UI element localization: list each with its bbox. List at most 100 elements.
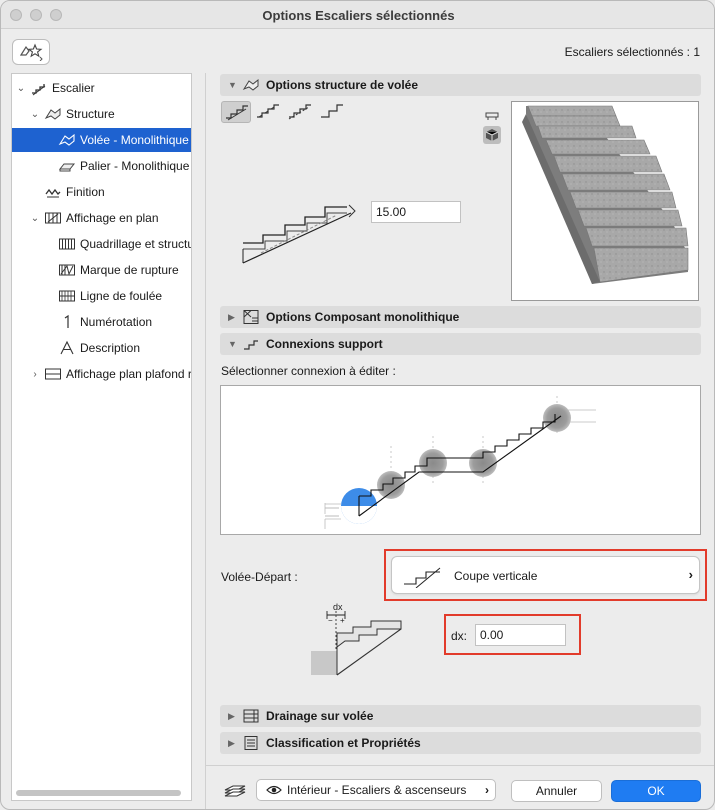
tree-label: Affichage en plan bbox=[66, 211, 159, 225]
flight-thickness-input[interactable]: 15.00 bbox=[371, 201, 461, 223]
description-icon bbox=[60, 340, 74, 355]
chevron-down-icon[interactable]: ⌄ bbox=[16, 82, 26, 94]
tree-item-ligne-foulee[interactable]: Ligne de foulée bbox=[12, 284, 191, 308]
favorites-stack-icon[interactable] bbox=[223, 780, 247, 800]
flight-thickness-diagram bbox=[242, 204, 356, 264]
view-options-icon[interactable] bbox=[482, 105, 502, 125]
chevron-right-icon: › bbox=[485, 783, 489, 797]
settings-tree[interactable]: ⌄ Escalier ⌄ Structure Volée - Monolithi… bbox=[11, 73, 192, 801]
stair-3d-preview[interactable] bbox=[511, 101, 699, 301]
title-bar: Options Escaliers sélectionnés bbox=[1, 1, 714, 29]
connection-point[interactable] bbox=[419, 449, 447, 477]
stair-profile-icon bbox=[288, 104, 311, 120]
flight-icon bbox=[242, 78, 259, 91]
break-mark-icon bbox=[59, 264, 75, 276]
numbering-icon bbox=[64, 314, 69, 328]
tree-item-description[interactable]: Description bbox=[12, 336, 191, 360]
tree-item-palier[interactable]: Palier - Monolithique bbox=[12, 154, 191, 178]
disclosure-closed-icon[interactable]: ▶ bbox=[228, 311, 235, 322]
chevron-down-icon[interactable]: ⌄ bbox=[30, 212, 40, 224]
connection-icon bbox=[244, 340, 258, 350]
tree-item-numerotation[interactable]: Numérotation bbox=[12, 310, 191, 334]
ceiling-plan-icon bbox=[45, 368, 61, 380]
stair-profile-icon bbox=[226, 105, 248, 121]
plan-display-icon bbox=[45, 212, 61, 224]
properties-icon bbox=[244, 736, 258, 750]
highlight-frame bbox=[444, 614, 581, 655]
chevron-right-icon[interactable]: › bbox=[33, 368, 37, 380]
selected-count: Escaliers sélectionnés : 1 bbox=[564, 45, 700, 59]
chevron-down-icon[interactable]: ⌄ bbox=[30, 108, 40, 120]
dx-offset-diagram: dx − + bbox=[311, 602, 402, 676]
disclosure-open-icon[interactable]: ▼ bbox=[228, 339, 237, 349]
connection-point[interactable] bbox=[543, 404, 571, 432]
favorites-icon bbox=[19, 43, 43, 61]
connection-type-dropdown[interactable]: Coupe verticale › bbox=[391, 556, 700, 594]
section-flight-structure[interactable]: ▼ Options structure de volée bbox=[220, 74, 701, 96]
connection-diagram bbox=[324, 396, 596, 529]
window-title: Options Escaliers sélectionnés bbox=[262, 8, 455, 23]
3d-cube-icon[interactable] bbox=[482, 125, 502, 145]
finish-icon bbox=[45, 188, 61, 198]
tree-label: Escalier bbox=[52, 81, 95, 95]
section-title: Connexions support bbox=[266, 337, 383, 351]
section-monolithic-component[interactable]: ▶ Options Composant monolithique bbox=[220, 306, 701, 328]
section-title: Options Composant monolithique bbox=[266, 310, 460, 324]
drainage-icon bbox=[243, 709, 259, 723]
horizontal-scrollbar[interactable] bbox=[16, 790, 181, 796]
structure-type-button-1[interactable] bbox=[221, 101, 251, 123]
panel-divider bbox=[205, 73, 206, 809]
close-window-button[interactable] bbox=[10, 9, 22, 21]
flight-icon bbox=[58, 133, 75, 146]
section-title: Classification et Propriétés bbox=[266, 736, 421, 750]
component-icon bbox=[243, 310, 259, 324]
tree-label: Palier - Monolithique bbox=[80, 159, 190, 173]
connection-point[interactable] bbox=[469, 449, 497, 477]
disclosure-closed-icon[interactable]: ▶ bbox=[228, 737, 235, 748]
disclosure-closed-icon[interactable]: ▶ bbox=[228, 710, 235, 721]
tree-item-escalier[interactable]: ⌄ Escalier bbox=[12, 76, 191, 100]
structure-type-button-3[interactable] bbox=[285, 101, 315, 123]
section-support-connections[interactable]: ▼ Connexions support bbox=[220, 333, 701, 355]
tree-item-plafond[interactable]: › Affichage plan plafond r bbox=[12, 362, 192, 386]
tree-label: Finition bbox=[66, 185, 105, 199]
section-title: Options structure de volée bbox=[266, 78, 419, 92]
dx-label: dx: bbox=[451, 629, 468, 643]
stair-icon bbox=[32, 84, 46, 96]
chevron-right-icon: › bbox=[688, 567, 693, 582]
favorite-selector-button[interactable]: Intérieur - Escaliers & ascenseurs › bbox=[256, 779, 496, 801]
cancel-button[interactable]: Annuler bbox=[511, 780, 602, 802]
tree-item-finition[interactable]: Finition bbox=[12, 180, 191, 204]
section-drainage[interactable]: ▶ Drainage sur volée bbox=[220, 705, 701, 727]
eye-icon bbox=[266, 785, 282, 795]
dx-input[interactable]: 0.00 bbox=[475, 624, 566, 646]
disclosure-open-icon[interactable]: ▼ bbox=[228, 80, 237, 90]
dx-diagram-label: dx bbox=[333, 602, 343, 612]
tree-item-volee[interactable]: Volée - Monolithique bbox=[12, 128, 191, 152]
tree-label: Affichage plan plafond r bbox=[66, 367, 192, 381]
structure-type-button-2[interactable] bbox=[253, 101, 283, 123]
tree-label: Volée - Monolithique bbox=[80, 133, 189, 147]
grid-icon bbox=[59, 238, 75, 250]
footer-divider bbox=[206, 765, 714, 766]
tree-item-affichage-plan[interactable]: ⌄ Affichage en plan bbox=[12, 206, 191, 230]
start-connection-label: Volée-Départ : bbox=[221, 570, 298, 584]
tree-item-quadrillage[interactable]: Quadrillage et structu bbox=[12, 232, 191, 256]
section-classification[interactable]: ▶ Classification et Propriétés bbox=[220, 732, 701, 754]
ok-button[interactable]: OK bbox=[611, 780, 701, 802]
zoom-window-button[interactable] bbox=[50, 9, 62, 21]
tree-label: Marque de rupture bbox=[80, 263, 179, 277]
favorites-button[interactable] bbox=[12, 39, 50, 65]
tree-label: Numérotation bbox=[80, 315, 153, 329]
landing-icon bbox=[58, 163, 76, 172]
minimize-window-button[interactable] bbox=[30, 9, 42, 21]
highlight-frame bbox=[384, 549, 707, 601]
dropdown-value: Coupe verticale bbox=[454, 569, 538, 583]
tree-item-structure[interactable]: ⌄ Structure bbox=[12, 102, 191, 126]
structure-type-button-4[interactable] bbox=[317, 101, 347, 123]
connection-selector-diagram[interactable] bbox=[220, 385, 701, 535]
tree-item-marque-rupture[interactable]: Marque de rupture bbox=[12, 258, 191, 282]
structure-icon bbox=[44, 107, 61, 120]
section-title: Drainage sur volée bbox=[266, 709, 374, 723]
